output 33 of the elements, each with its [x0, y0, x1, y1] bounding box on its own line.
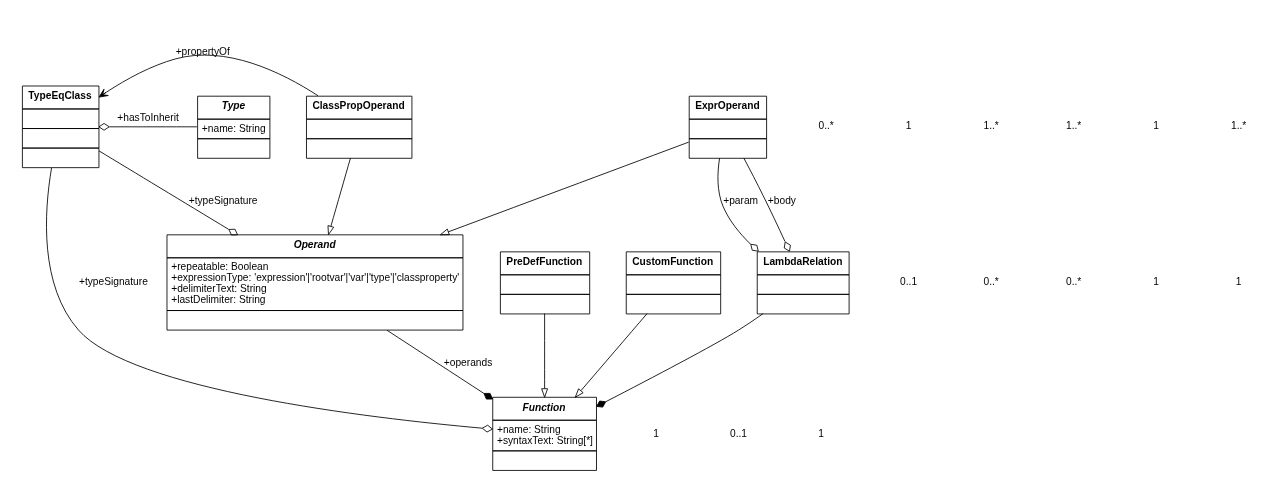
edge-label: +propertyOf: [175, 46, 230, 58]
arrow: [327, 157, 351, 235]
label: 1..*: [1065, 120, 1082, 132]
label: 0..*: [818, 120, 834, 132]
arrow: [439, 141, 690, 236]
connector: [596, 313, 764, 408]
label: 0..1: [730, 427, 748, 439]
label: 1: [653, 427, 659, 439]
connector: [98, 123, 198, 131]
label: 1: [1235, 276, 1242, 288]
connector: [743, 157, 791, 252]
arrow: [541, 313, 548, 398]
edge-label: +hasToInherit: [117, 112, 179, 124]
connector: [386, 329, 493, 400]
connector: [717, 157, 759, 252]
label: 1..*: [983, 120, 999, 132]
arrow: [98, 54, 319, 98]
label: 1..*: [1230, 120, 1247, 132]
connector: [98, 150, 238, 236]
label: 0..1: [900, 276, 918, 288]
edge-label: +operands: [443, 357, 493, 369]
edge-label: +typeSignature: [78, 276, 148, 288]
label: 0..*: [983, 276, 999, 288]
label: 0..*: [1065, 276, 1082, 288]
label: 1: [1153, 120, 1159, 132]
label: 1: [905, 120, 912, 132]
connector: [46, 167, 493, 433]
edge-label: +param: [723, 194, 759, 206]
edge-label: +body: [767, 194, 796, 206]
arrow: [574, 313, 648, 398]
edge-label: +typeSignature: [188, 194, 258, 206]
label: 1: [818, 427, 824, 439]
label: 1: [1153, 276, 1159, 288]
